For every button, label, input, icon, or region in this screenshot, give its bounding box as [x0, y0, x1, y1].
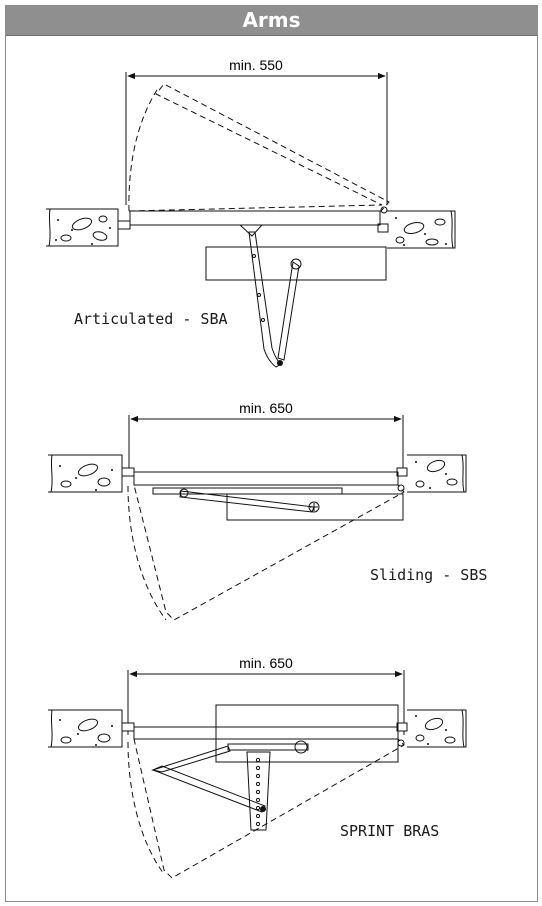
diagram-caption: Articulated - SBA	[74, 310, 228, 328]
arm-long	[151, 765, 266, 813]
page-frame: Arms	[5, 5, 538, 902]
dimension-label: min. 650	[239, 400, 293, 416]
arm-rivet	[257, 293, 261, 297]
wall-left-stop	[121, 722, 135, 732]
operator-shaft	[308, 501, 320, 513]
wall-left	[48, 454, 123, 493]
page-title: Arms	[242, 8, 301, 32]
door-closed	[133, 726, 399, 740]
door-closed	[133, 471, 399, 486]
wall-right	[407, 454, 467, 493]
swing-arc	[127, 741, 165, 875]
wall-speckles	[59, 715, 447, 746]
hinge-pivot	[397, 484, 405, 492]
door-open-dashed	[133, 738, 405, 879]
arm-upper	[277, 261, 300, 361]
wall-right-stop	[377, 223, 389, 233]
swing-arc	[127, 485, 167, 621]
plate-holes	[255, 757, 261, 827]
wall-speckles	[59, 461, 447, 491]
dimension-label: min. 550	[229, 57, 283, 73]
mounting-plate	[246, 751, 271, 831]
operator-box	[215, 704, 399, 763]
door-closed	[129, 210, 381, 226]
diagram-sliding: min. 650 Sliding - SBS	[48, 400, 487, 621]
arm-rivet	[252, 254, 256, 258]
arm-lower	[248, 231, 282, 368]
wall-left-stop	[117, 220, 131, 230]
header-bar: Arms	[6, 6, 537, 36]
wall-left-stop	[121, 467, 135, 477]
diagram-caption: Sliding - SBS	[370, 566, 487, 584]
wall-left	[48, 709, 123, 748]
arm-joint	[277, 360, 283, 366]
arm-track	[227, 743, 309, 751]
wall-texture	[60, 215, 446, 246]
swing-arc	[128, 89, 158, 212]
track-roller	[294, 740, 308, 754]
arm-joint	[260, 806, 266, 812]
door-open-dashed	[133, 484, 405, 621]
wall-texture	[60, 459, 458, 488]
operator-box	[226, 493, 404, 521]
dimension-label: min. 650	[239, 655, 293, 671]
operator-box	[205, 246, 387, 281]
diagram-caption: SPRINT BRAS	[340, 822, 439, 840]
operator-shaft	[290, 258, 302, 270]
diagram-sprint-bras: min. 650	[48, 655, 467, 879]
slide-shoe	[179, 488, 189, 498]
diagram-articulated: min. 550	[46, 57, 456, 368]
wall-texture	[60, 717, 456, 744]
door-open-dashed	[128, 83, 390, 212]
arm-rivet	[261, 318, 265, 322]
wall-speckles	[55, 217, 447, 246]
arm-bracket	[238, 224, 264, 237]
hinge-pivot	[397, 739, 405, 747]
arm-short	[151, 745, 231, 773]
hinge-pivot	[380, 206, 388, 214]
